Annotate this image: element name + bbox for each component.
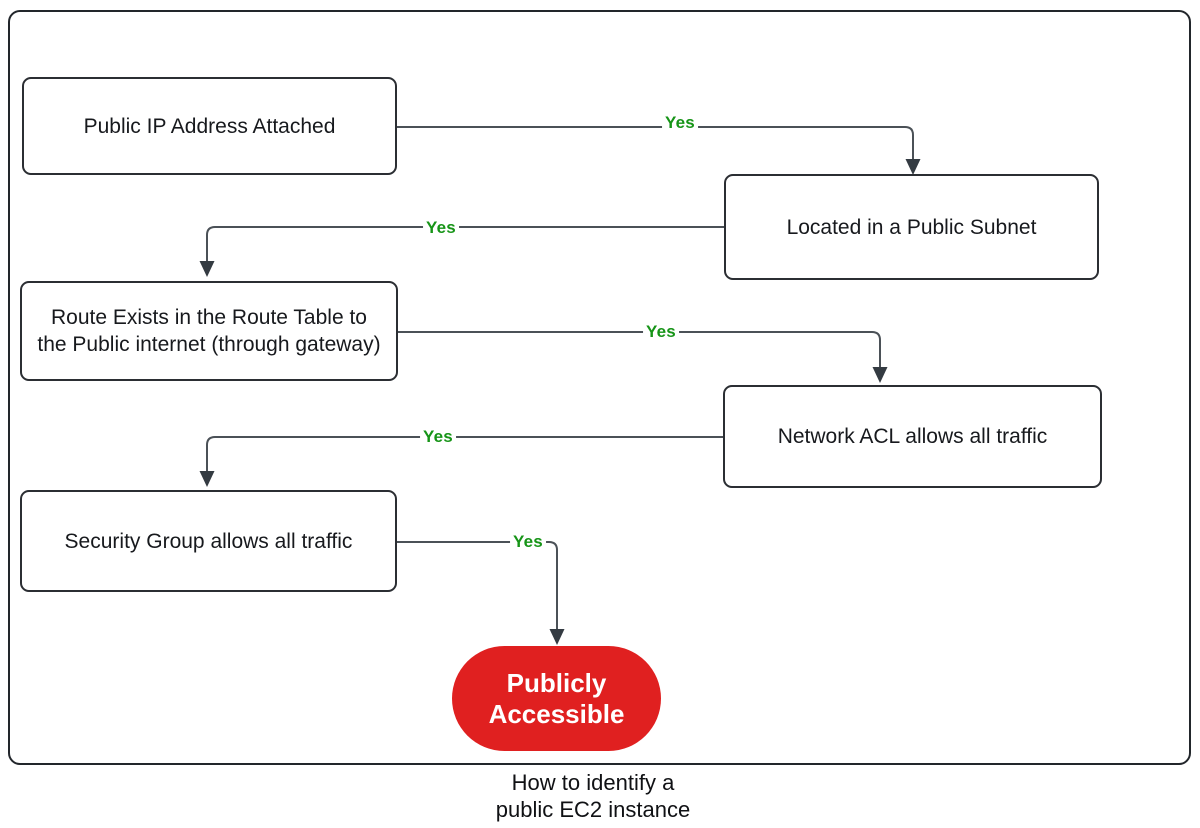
arrowhead-down-icon: [199, 471, 215, 487]
edge-public-subnet-to-route-table: [199, 226, 724, 277]
arrowhead-down-icon: [199, 261, 215, 277]
node-label: Public IP Address Attached: [83, 114, 336, 138]
arrowhead-down-icon: [872, 367, 888, 383]
arrowhead-down-icon: [905, 159, 921, 175]
edge-label-yes-3: Yes: [643, 322, 679, 342]
edge-security-group-to-result: [397, 541, 565, 645]
result-label-line2: Accessible: [488, 698, 625, 729]
node-security-group: Security Group allows all traffic: [20, 490, 397, 592]
edge-public-ip-to-public-subnet: [397, 126, 921, 175]
node-label: Security Group allows all traffic: [64, 529, 353, 553]
edge-label-yes-2: Yes: [423, 218, 459, 238]
node-public-subnet: Located in a Public Subnet: [724, 174, 1099, 280]
edge-network-acl-to-security-group: [199, 436, 723, 487]
edge-label-yes-1: Yes: [662, 113, 698, 133]
edge-label-yes-4: Yes: [420, 427, 456, 447]
arrowhead-down-icon: [549, 629, 565, 645]
edge-label-yes-5: Yes: [510, 532, 546, 552]
node-network-acl: Network ACL allows all traffic: [723, 385, 1102, 488]
node-route-table: Route Exists in the Route Table to the P…: [20, 281, 398, 381]
caption-line2: public EC2 instance: [495, 797, 691, 822]
diagram-caption: How to identify a public EC2 instance: [443, 769, 743, 823]
node-label: Route Exists in the Route Table to the P…: [37, 306, 381, 356]
caption-line1: How to identify a: [511, 770, 675, 795]
result-label-line1: Publicly: [506, 667, 607, 698]
node-label: Located in a Public Subnet: [786, 215, 1037, 239]
node-label: Network ACL allows all traffic: [777, 425, 1048, 448]
node-publicly-accessible: Publicly Accessible: [452, 646, 661, 751]
edge-route-table-to-network-acl: [398, 331, 888, 383]
node-public-ip-attached: Public IP Address Attached: [22, 77, 397, 175]
